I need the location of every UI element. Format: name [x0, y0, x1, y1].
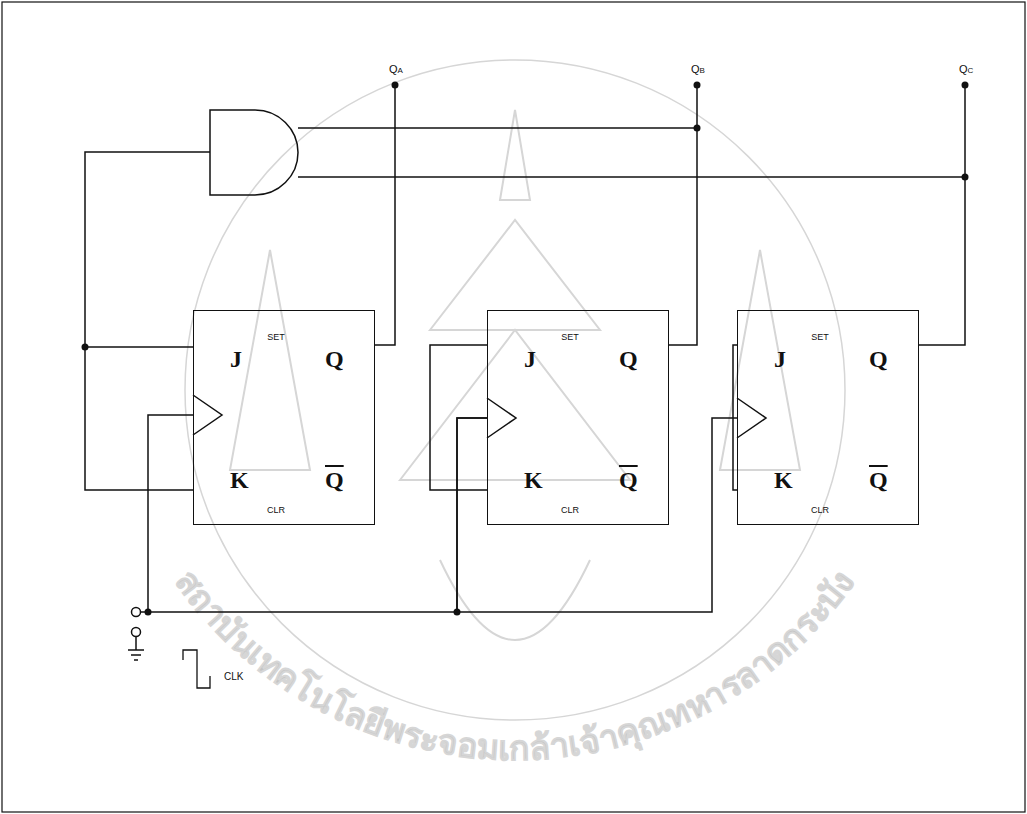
- k-input: K: [524, 468, 543, 492]
- q-output: Q: [619, 347, 638, 371]
- q-output-label: QA: [389, 64, 403, 75]
- set-label: SET: [267, 333, 285, 342]
- q-output: Q: [325, 347, 344, 371]
- k-input: K: [230, 468, 249, 492]
- watermark-emblem: สถาบันเทคโนโลยีพระจอมเกล้าเจ้าคุณทหารลาด…: [95, 60, 935, 768]
- and-gate: [210, 110, 298, 195]
- jk-flip-flop: SET J Q K Q CLR: [737, 310, 919, 525]
- q-output-label: QB: [691, 64, 705, 75]
- j-input: J: [230, 347, 242, 371]
- jk-flip-flop: SET J Q K Q CLR: [487, 310, 669, 525]
- clr-label: CLR: [811, 506, 829, 515]
- q-output: Q: [869, 347, 888, 371]
- clock-label: CLK: [224, 672, 243, 682]
- q-bar-output: Q: [619, 468, 638, 492]
- j-input: J: [774, 347, 786, 371]
- k-input: K: [774, 468, 793, 492]
- clock-wire: [148, 415, 487, 612]
- watermark-text: สถาบันเทคโนโลยีพระจอมเกล้าเจ้าคุณทหารลาด…: [167, 562, 862, 768]
- jk-flip-flop: SET J Q K Q CLR: [193, 310, 375, 525]
- q-output-label: QC: [959, 64, 973, 75]
- j-input: J: [524, 347, 536, 371]
- q-bar-output: Q: [869, 468, 888, 492]
- set-label: SET: [561, 333, 579, 342]
- clr-label: CLR: [267, 506, 285, 515]
- clr-label: CLR: [561, 506, 579, 515]
- q-bar-output: Q: [325, 468, 344, 492]
- clock-wire: [457, 418, 737, 612]
- set-label: SET: [811, 333, 829, 342]
